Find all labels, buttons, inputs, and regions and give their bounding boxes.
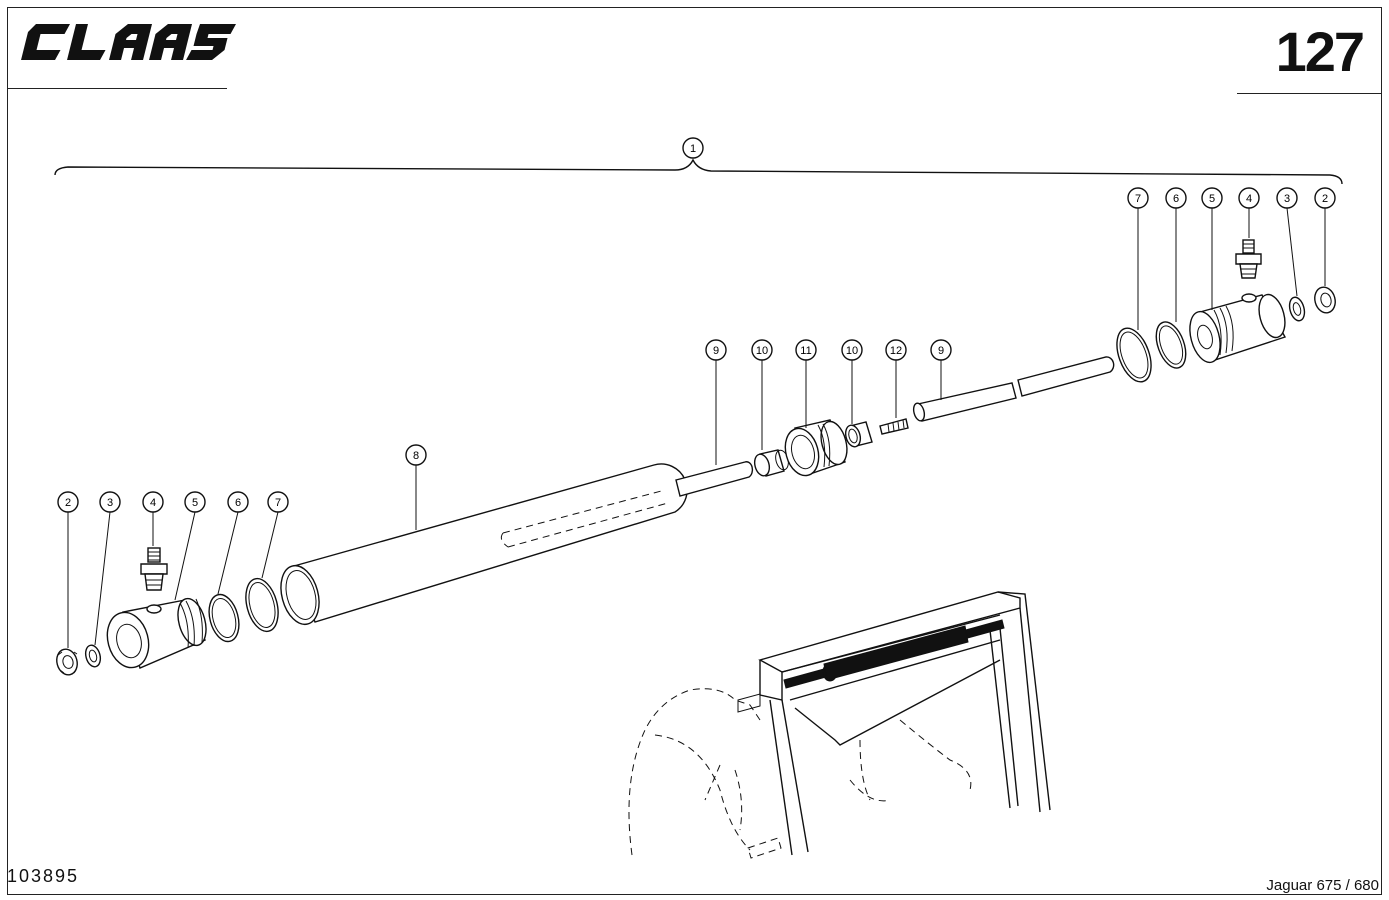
- svg-text:10: 10: [756, 345, 768, 357]
- svg-text:4: 4: [1246, 193, 1252, 205]
- page-number: 127: [1275, 20, 1365, 83]
- svg-text:6: 6: [235, 497, 241, 509]
- part-2-nut-left: [56, 648, 78, 676]
- part-5-head-left: [106, 597, 207, 669]
- callout-3-left: 3: [99, 491, 121, 513]
- part-4-fitting-left: [140, 547, 168, 591]
- svg-text:1: 1: [690, 143, 696, 155]
- callout-1: 1: [682, 137, 704, 159]
- callout-6-right: 6: [1165, 187, 1187, 209]
- document-number: 103895: [7, 866, 80, 886]
- part-6-snapring-left: [208, 593, 240, 643]
- svg-text:5: 5: [192, 497, 198, 509]
- svg-text:2: 2: [1322, 193, 1328, 205]
- callout-3-right: 3: [1276, 187, 1298, 209]
- callout-10-a: 10: [751, 339, 773, 361]
- callout-4-right: 4: [1238, 187, 1260, 209]
- svg-text:5: 5: [1209, 193, 1215, 205]
- part-7-oring-right: [1116, 327, 1152, 383]
- page-frame: [7, 7, 1382, 895]
- part-5-head-right: [1189, 293, 1287, 364]
- part-3-washer-right: [1288, 296, 1306, 322]
- svg-text:8: 8: [413, 450, 419, 462]
- part-9-rod-left: [675, 461, 754, 497]
- callout-2-right: 2: [1314, 187, 1336, 209]
- callout-12: 12: [885, 339, 907, 361]
- part-4-fitting-right: [1235, 239, 1262, 279]
- svg-text:3: 3: [107, 497, 113, 509]
- part-11-piston: [784, 419, 848, 477]
- part-6-snapring-right: [1155, 321, 1187, 369]
- part-3-washer-left: [84, 644, 102, 668]
- svg-text:2: 2: [65, 497, 71, 509]
- part-12-stud: [879, 418, 909, 435]
- callout-5-right: 5: [1201, 187, 1223, 209]
- svg-text:7: 7: [1135, 193, 1141, 205]
- leader-lines: [67, 207, 1326, 648]
- callout-2-left: 2: [57, 491, 79, 513]
- svg-text:12: 12: [890, 345, 902, 357]
- callout-4-left: 4: [142, 491, 164, 513]
- location-inset: [628, 591, 1051, 859]
- callout-8: 8: [405, 444, 427, 466]
- callout-10-b: 10: [841, 339, 863, 361]
- part-7-oring-left: [245, 577, 279, 633]
- svg-text:4: 4: [150, 497, 156, 509]
- callout-6-left: 6: [227, 491, 249, 513]
- callout-7-left: 7: [267, 491, 289, 513]
- claas-logo: [21, 24, 236, 60]
- svg-text:9: 9: [938, 345, 944, 357]
- assembly-brace: [54, 158, 1343, 185]
- svg-text:9: 9: [713, 345, 719, 357]
- part-10-bushing-a: [753, 449, 789, 477]
- header-rule-right: [1237, 93, 1382, 94]
- part-2-nut-right: [1314, 286, 1336, 314]
- part-8-cylinder-tube: [280, 463, 688, 626]
- header-rule-left: [7, 88, 227, 89]
- svg-text:11: 11: [800, 345, 811, 357]
- callout-11: 11: [795, 339, 817, 361]
- model-label: Jaguar 675 / 680: [1266, 877, 1379, 894]
- svg-text:3: 3: [1284, 193, 1290, 205]
- part-9-rod-right: [912, 356, 1115, 422]
- callout-5-left: 5: [184, 491, 206, 513]
- callout-9-a: 9: [705, 339, 727, 361]
- callout-9-b: 9: [930, 339, 952, 361]
- svg-text:10: 10: [846, 345, 858, 357]
- svg-text:6: 6: [1173, 193, 1179, 205]
- part-10-bushing-b: [844, 421, 873, 448]
- callout-7-right: 7: [1127, 187, 1149, 209]
- svg-text:7: 7: [275, 497, 281, 509]
